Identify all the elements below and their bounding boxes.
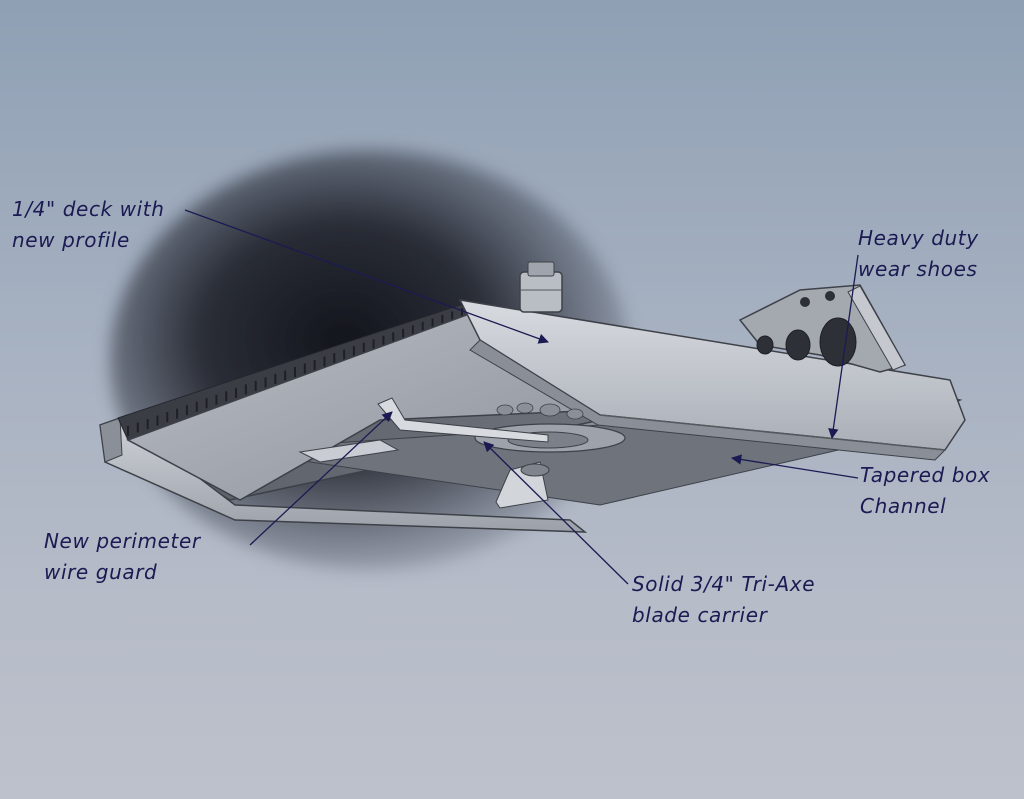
leader-wire-guard	[249, 411, 393, 546]
hydraulic-motor	[519, 261, 563, 313]
callout-wire-guard-line2: wire guard	[44, 560, 158, 584]
hitch-plate	[738, 284, 907, 373]
callout-deck: 1/4" deck with new profile	[12, 194, 165, 256]
leader-lines	[184, 209, 859, 585]
callout-box-channel-line2: Channel	[860, 494, 947, 518]
callout-blade-carrier-line1: Solid 3/4" Tri-Axe	[632, 572, 816, 596]
callout-blade-carrier-line2: blade carrier	[632, 603, 768, 627]
callout-box-channel-line1: Tapered box	[860, 463, 991, 487]
callout-wear-shoes: Heavy duty wear shoes	[858, 223, 979, 285]
callout-box-channel: Tapered box Channel	[860, 460, 990, 522]
callout-deck-line1: 1/4" deck with	[12, 197, 165, 221]
blade-carrier	[298, 397, 626, 509]
leader-blade-carrier	[483, 441, 629, 585]
callout-wear-shoes-line1: Heavy duty	[858, 226, 979, 250]
wire-guard-rail	[117, 304, 482, 441]
callout-wire-guard: New perimeter wire guard	[44, 526, 201, 588]
leader-deck	[184, 209, 549, 344]
leader-wear-shoes	[828, 254, 859, 440]
callout-deck-line2: new profile	[12, 228, 130, 252]
callout-wire-guard-line1: New perimeter	[44, 529, 201, 553]
tapered-box-channel	[458, 299, 966, 461]
callout-wear-shoes-line2: wear shoes	[858, 257, 978, 281]
leader-box-channel	[730, 454, 859, 479]
callout-blade-carrier: Solid 3/4" Tri-Axe blade carrier	[632, 569, 815, 631]
